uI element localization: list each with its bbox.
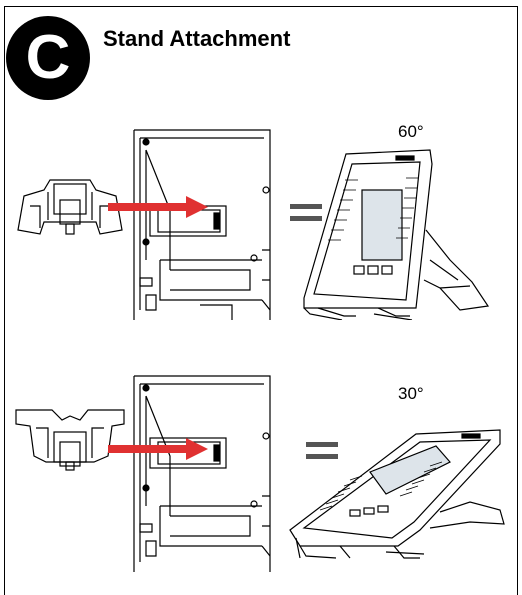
- phone-back-icon-30: [133, 375, 271, 572]
- stand-clip-icon-30: [15, 409, 125, 471]
- stand-clip-icon: [17, 179, 123, 235]
- figure-30-degree: 30°: [0, 362, 522, 572]
- expansion-module-60-icon: [303, 149, 490, 320]
- section-badge: C: [6, 16, 90, 100]
- section-letter: C: [25, 23, 71, 92]
- section-title: Stand Attachment: [103, 26, 291, 51]
- angle-label-60: 60°: [398, 122, 424, 141]
- stand-30-illustration: [15, 375, 505, 572]
- expansion-module-30-icon: [289, 429, 505, 559]
- insert-arrow-60: [108, 196, 208, 218]
- figure-60-degree: 60°: [0, 110, 522, 320]
- angle-label-30: 30°: [398, 384, 424, 403]
- page-frame: [4, 6, 518, 595]
- phone-back-icon: [133, 129, 271, 320]
- equals-sign-30: [306, 442, 338, 459]
- insert-arrow-30: [108, 438, 208, 460]
- equals-sign-60: [290, 204, 322, 221]
- stand-60-illustration: [17, 129, 490, 320]
